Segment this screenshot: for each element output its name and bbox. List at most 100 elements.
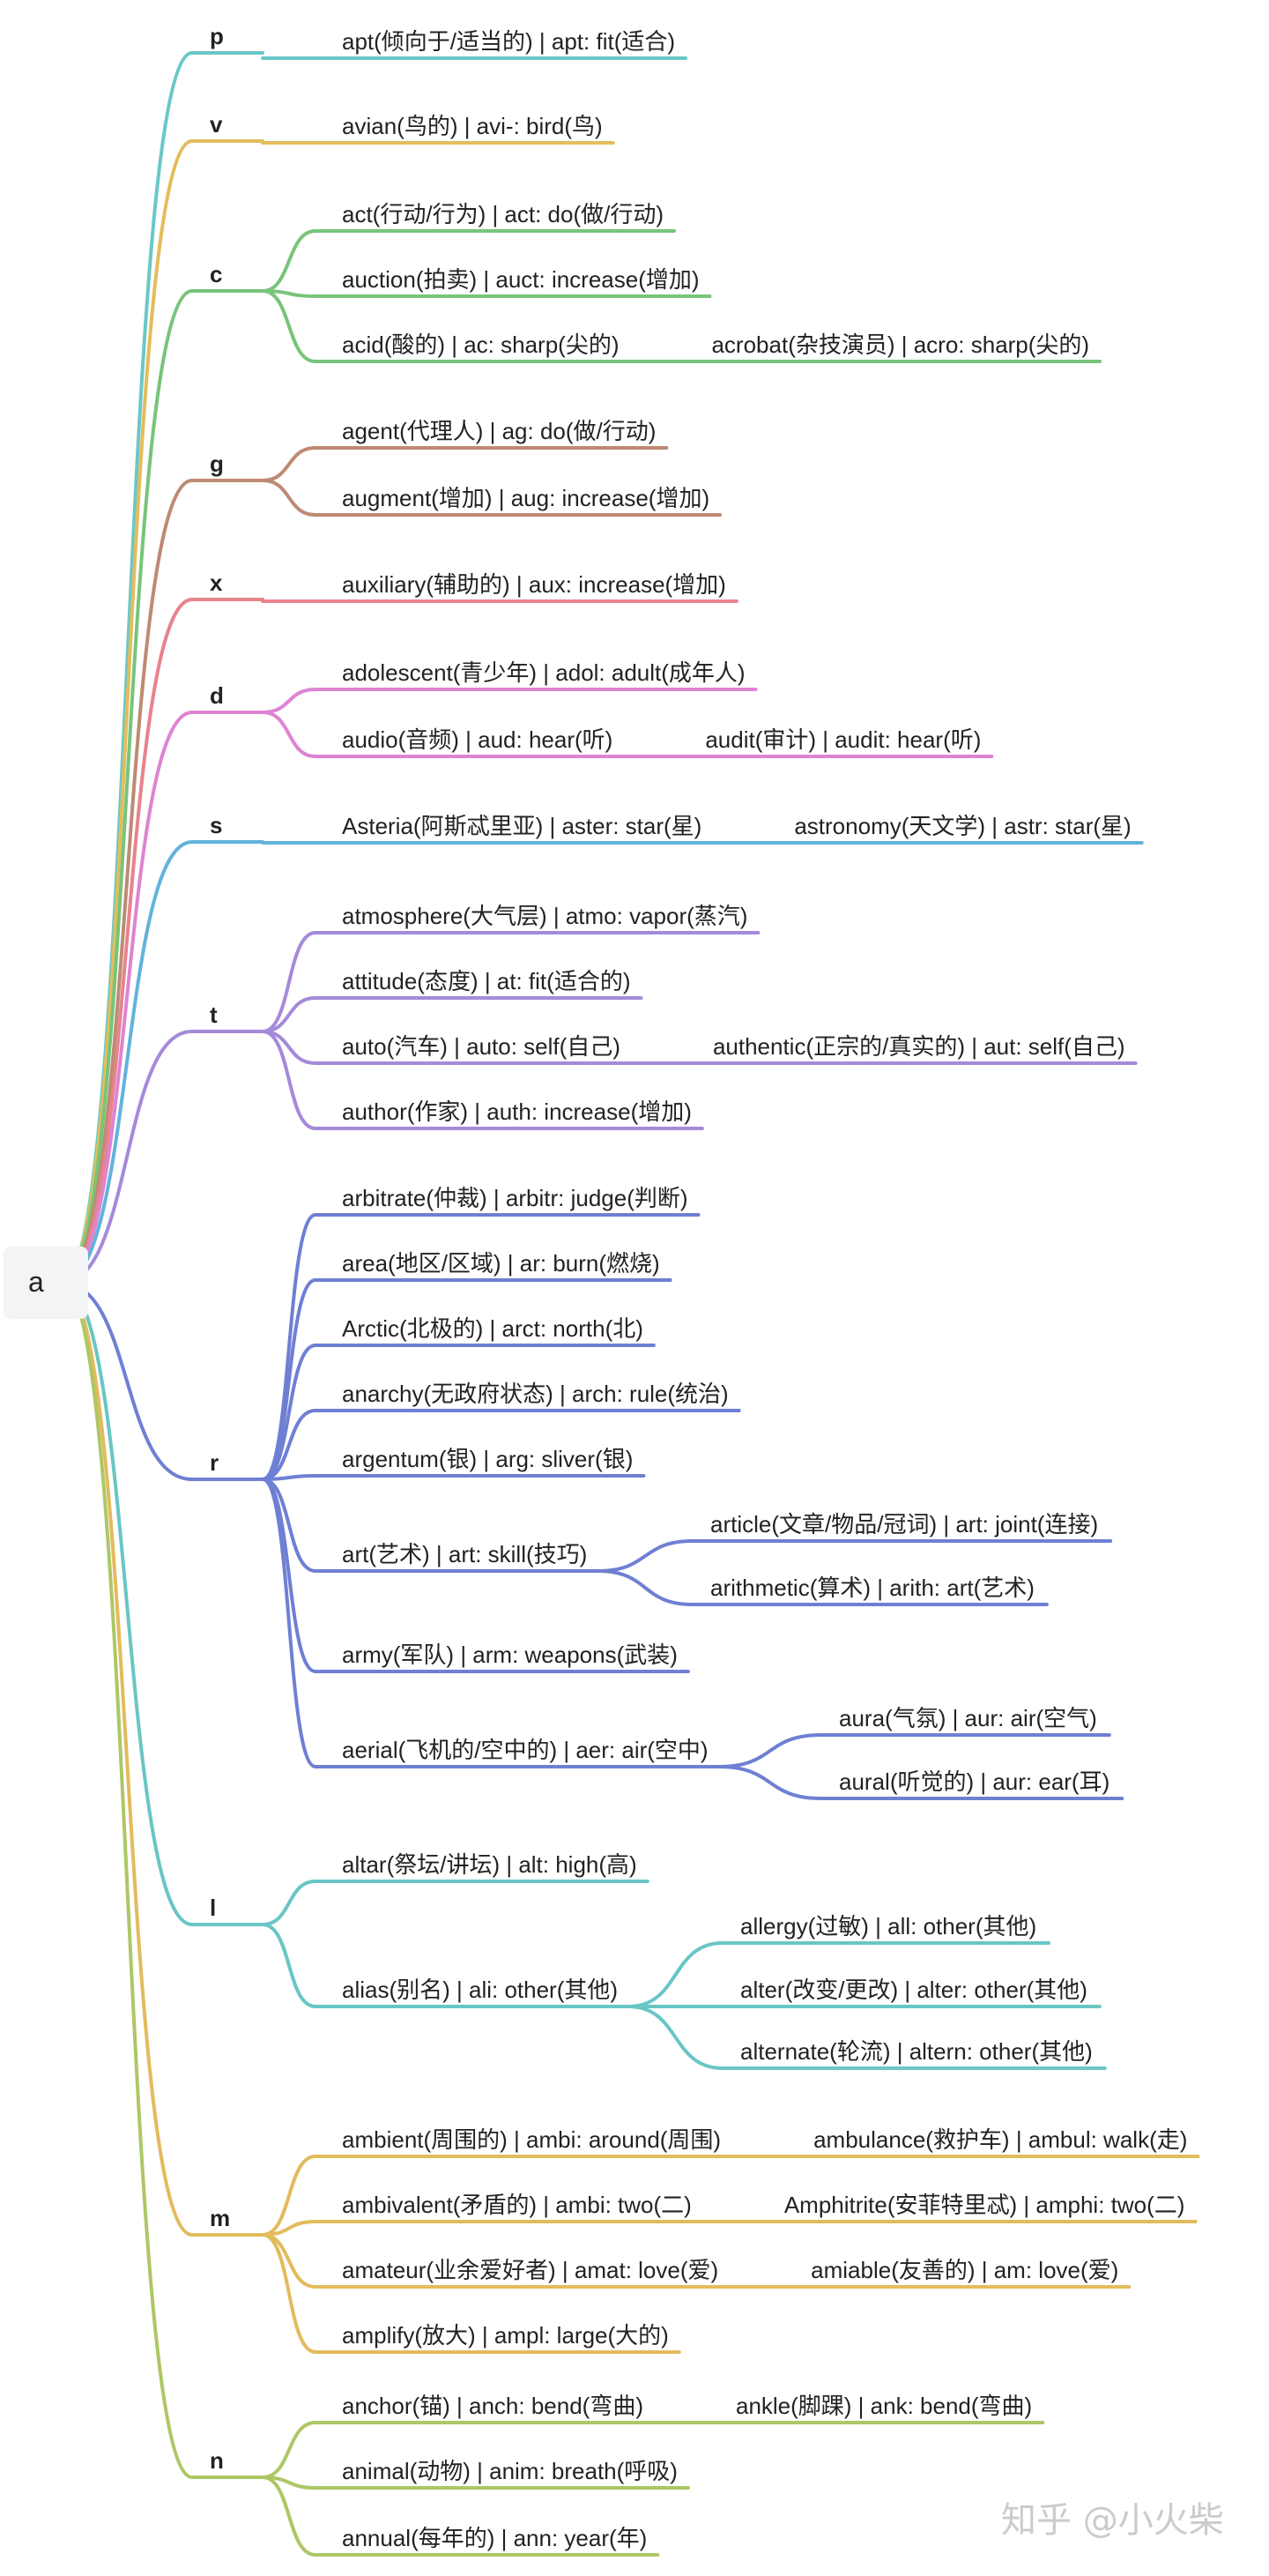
connector-letter-to-item <box>261 1923 317 2008</box>
branch-letter-c[interactable]: c <box>210 261 223 287</box>
connector-letter-to-item <box>261 2233 317 2289</box>
branch-child-item[interactable]: allergy(过敏) | all: other(其他) <box>740 1913 1037 1939</box>
branch-item[interactable]: Arctic(北极的) | arct: north(北) <box>342 1315 643 1342</box>
branch-item[interactable]: anchor(锚) | anch: bend(弯曲) <box>342 2393 643 2419</box>
connector-letter-to-item <box>261 2220 317 2237</box>
branch-letter-r[interactable]: r <box>210 1449 219 1476</box>
connector-letter-to-item <box>261 688 317 714</box>
branch-letter-m[interactable]: m <box>210 2205 231 2231</box>
connector-letter-to-item <box>261 711 317 758</box>
connector-letter-to-item <box>261 1478 317 1573</box>
branch-item[interactable]: augment(增加) | aug: increase(增加) <box>342 485 710 511</box>
connector-letter-to-item <box>261 996 317 1033</box>
branch-child-item[interactable]: aural(听觉的) | aur: ear(耳) <box>839 1768 1110 1795</box>
branch-letter-s[interactable]: s <box>210 812 223 838</box>
branch-item[interactable]: area(地区/区域) | ar: burn(燃烧) <box>342 1250 660 1277</box>
branch-item[interactable]: annual(每年的) | ann: year(年) <box>342 2525 648 2551</box>
branch-item[interactable]: avian(鸟的) | avi-: bird(鸟) <box>342 113 603 139</box>
branch-item[interactable]: audio(音频) | aud: hear(听) <box>342 726 613 753</box>
branch-child-item[interactable]: aura(气氛) | aur: air(空气) <box>839 1705 1097 1731</box>
connector-letter-to-item <box>261 2421 317 2479</box>
connector-letter-to-item <box>261 1278 317 1481</box>
connector-item-to-child <box>627 2005 724 2070</box>
connector-root-to-v <box>60 139 194 1284</box>
connector-root-to-x <box>60 598 194 1284</box>
branch-item[interactable]: adolescent(青少年) | adol: adult(成年人) <box>342 659 746 686</box>
branch-letter-p[interactable]: p <box>210 23 224 49</box>
connector-item-to-child <box>716 1733 823 1768</box>
connector-letter-to-item <box>261 1344 317 1481</box>
branch-item[interactable]: aerial(飞机的/空中的) | aer: air(空中) <box>342 1737 709 1763</box>
root-node[interactable] <box>4 1247 88 1319</box>
connector-root-to-c <box>60 289 194 1284</box>
branch-letter-g[interactable]: g <box>210 450 224 477</box>
connector-root-to-g <box>60 479 194 1284</box>
branch-item[interactable]: amplify(放大) | ampl: large(大的) <box>342 2322 669 2349</box>
branch-item[interactable]: acid(酸的) | ac: sharp(尖的) <box>342 331 620 358</box>
branch-item[interactable]: auction(拍卖) | auct: increase(增加) <box>342 266 700 293</box>
branch-item-extra[interactable]: amiable(友善的) | am: love(爱) <box>811 2257 1119 2283</box>
connector-letter-to-item <box>261 1409 317 1481</box>
connector-letter-to-item <box>261 1478 317 1768</box>
branch-item[interactable]: altar(祭坛/讲坛) | alt: high(高) <box>342 1851 637 1878</box>
connector-item-to-child <box>596 1539 694 1573</box>
branch-item[interactable]: ambient(周围的) | ambi: around(周围) <box>342 2126 722 2153</box>
connector-root-to-s <box>60 840 194 1284</box>
connector-letter-to-item <box>261 289 317 363</box>
branch-item[interactable]: amateur(业余爱好者) | amat: love(爱) <box>342 2257 719 2283</box>
branch-item[interactable]: atmosphere(大气层) | atmo: vapor(蒸汽) <box>342 903 748 929</box>
branch-item[interactable]: anarchy(无政府状态) | arch: rule(统治) <box>342 1381 729 1407</box>
connector-letter-to-item <box>261 446 317 482</box>
connector-letter-to-item <box>261 1030 317 1130</box>
connector-letter-to-item <box>261 479 317 517</box>
branch-child-item[interactable]: arithmetic(算术) | arith: art(艺术) <box>710 1575 1035 1601</box>
connector-item-to-child <box>627 1941 724 2008</box>
branch-item-extra[interactable]: audit(审计) | audit: hear(听) <box>705 726 982 753</box>
connector-item-to-child <box>596 1569 694 1606</box>
branch-item[interactable]: ambivalent(矛盾的) | ambi: two(二) <box>342 2192 692 2218</box>
branch-child-item[interactable]: alter(改变/更改) | alter: other(其他) <box>740 1977 1087 2003</box>
branch-item[interactable]: art(艺术) | art: skill(技巧) <box>342 1541 588 1567</box>
branch-item[interactable]: animal(动物) | anim: breath(呼吸) <box>342 2458 678 2484</box>
connector-root-to-l <box>60 1281 194 1926</box>
branch-item[interactable]: argentum(银) | arg: sliver(银) <box>342 1446 634 1472</box>
connector-root-to-m <box>60 1281 194 2237</box>
branch-letter-v[interactable]: v <box>210 111 223 138</box>
branch-letter-d[interactable]: d <box>210 682 224 709</box>
branch-item-extra[interactable]: ambulance(救护车) | ambul: walk(走) <box>813 2126 1188 2153</box>
branch-child-item[interactable]: alternate(轮流) | altern: other(其他) <box>740 2038 1093 2065</box>
branch-item[interactable]: auxiliary(辅助的) | aux: increase(增加) <box>342 571 726 598</box>
branch-letter-x[interactable]: x <box>210 570 223 596</box>
connector-root-to-d <box>60 711 194 1284</box>
branch-item[interactable]: army(军队) | arm: weapons(武装) <box>342 1642 678 1668</box>
branch-letter-n[interactable]: n <box>210 2447 224 2474</box>
branch-item[interactable]: alias(别名) | ali: other(其他) <box>342 1977 619 2003</box>
connector-letter-to-item <box>261 1474 317 1481</box>
branch-item[interactable]: agent(代理人) | ag: do(做/行动) <box>342 418 657 444</box>
branch-item-extra[interactable]: Amphitrite(安菲特里忒) | amphi: two(二) <box>783 2192 1185 2218</box>
connector-letter-to-item <box>261 931 317 1033</box>
branch-item[interactable]: auto(汽车) | auto: self(自己) <box>342 1033 620 1060</box>
branch-item[interactable]: author(作家) | auth: increase(增加) <box>342 1098 692 1125</box>
connector-root-to-p <box>60 51 194 1284</box>
connector-root-to-n <box>60 1281 194 2479</box>
connector-letter-to-item <box>261 229 317 293</box>
connector-item-to-child <box>716 1765 823 1800</box>
root-label: a <box>28 1266 44 1298</box>
branch-item[interactable]: attitude(态度) | at: fit(适合的) <box>342 968 631 994</box>
branch-letter-l[interactable]: l <box>210 1895 217 1921</box>
connector-letter-to-item <box>261 2233 317 2354</box>
branch-item-extra[interactable]: authentic(正宗的/真实的) | aut: self(自己) <box>712 1033 1125 1060</box>
branch-item[interactable]: arbitrate(仲裁) | arbitr: judge(判断) <box>342 1185 688 1211</box>
branch-item[interactable]: act(行动/行为) | act: do(做/行动) <box>342 201 664 227</box>
branch-item-extra[interactable]: astronomy(天文学) | astr: star(星) <box>794 813 1132 839</box>
connector-letter-to-item <box>261 2475 317 2557</box>
branch-item[interactable]: apt(倾向于/适当的) | apt: fit(适合) <box>342 28 676 55</box>
branch-letter-t[interactable]: t <box>210 1001 218 1028</box>
branch-item-extra[interactable]: acrobat(杂技演员) | acro: sharp(尖的) <box>711 331 1090 358</box>
branch-child-item[interactable]: article(文章/物品/冠词) | art: joint(连接) <box>710 1511 1099 1537</box>
branch-item[interactable]: Asteria(阿斯忒里亚) | aster: star(星) <box>342 813 702 839</box>
branch-item-extra[interactable]: ankle(脚踝) | ank: bend(弯曲) <box>735 2393 1033 2419</box>
connector-letter-to-item <box>261 2155 317 2237</box>
